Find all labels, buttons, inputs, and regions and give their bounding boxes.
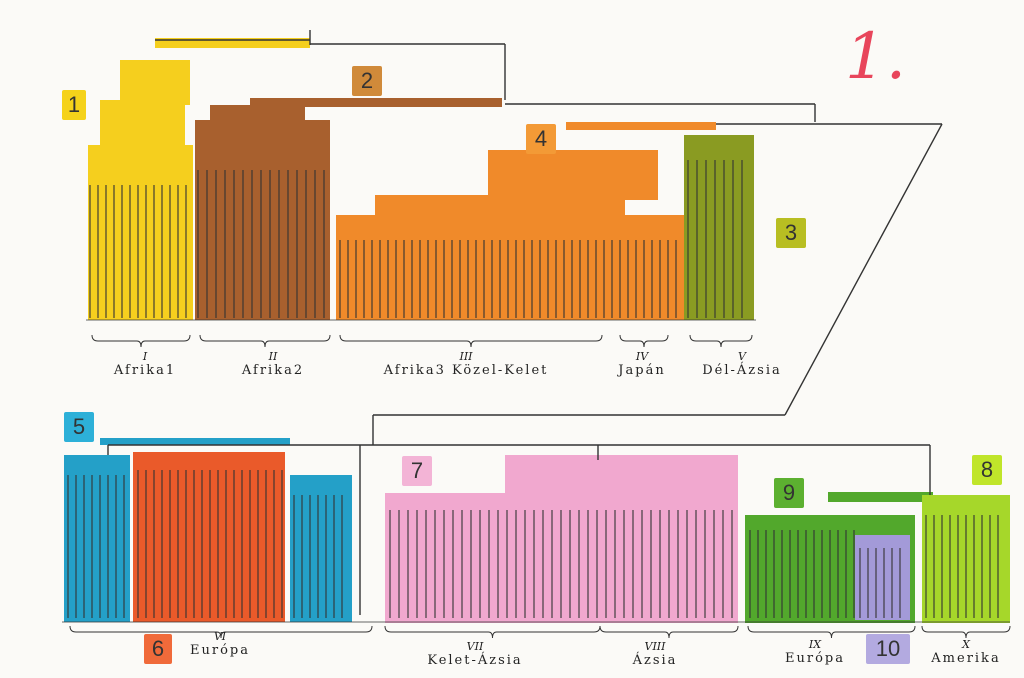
clade-4-block: [488, 150, 658, 200]
clade-1-branch: [155, 38, 310, 48]
clade-6-block: [133, 452, 285, 622]
clade-badge-2: 2: [352, 66, 382, 96]
clade-1-block: [88, 145, 193, 320]
clade-7-block: [598, 455, 738, 623]
clade-1-block: [100, 100, 185, 150]
clade-10-block: [855, 535, 910, 620]
connector-diagonal: [784, 123, 943, 416]
group-IX-brace: [747, 625, 916, 639]
clade-5-block: [64, 455, 130, 622]
clade-2-block: [195, 120, 330, 320]
page-number: 1.: [845, 20, 907, 94]
group-III-brace: [339, 334, 603, 348]
group-VI-brace: [69, 625, 373, 639]
clade-badge-4: 4: [526, 124, 556, 154]
clade-5-branch: [100, 438, 290, 445]
group-VII-brace: [384, 625, 601, 639]
clade-badge-1: 1: [62, 90, 86, 120]
clade-badge-9: 9: [774, 478, 804, 508]
clade-3-block: [684, 135, 754, 320]
clade-4-block: [375, 195, 625, 217]
group-VIII-brace: [599, 625, 739, 639]
clade-2-branch: [250, 98, 502, 107]
clade-badge-3: 3: [776, 218, 806, 248]
clade-badge-6: 6: [144, 634, 172, 664]
clade-4-branch: [566, 122, 716, 130]
clade-7-block: [385, 493, 600, 623]
clade-9-branch: [828, 492, 933, 502]
group-II-brace: [199, 334, 331, 348]
clade-2-block: [210, 105, 305, 125]
group-X-brace: [921, 625, 1011, 639]
clade-badge-8: 8: [972, 455, 1002, 485]
clade-badge-10: 10: [866, 634, 910, 664]
clade-badge-7: 7: [402, 456, 432, 486]
group-I-brace: [91, 334, 191, 348]
group-IV-brace: [619, 334, 669, 348]
group-V-brace: [689, 334, 753, 348]
clade-5-block: [290, 475, 352, 622]
clade-1-block: [120, 60, 190, 105]
clade-badge-5: 5: [64, 412, 94, 442]
